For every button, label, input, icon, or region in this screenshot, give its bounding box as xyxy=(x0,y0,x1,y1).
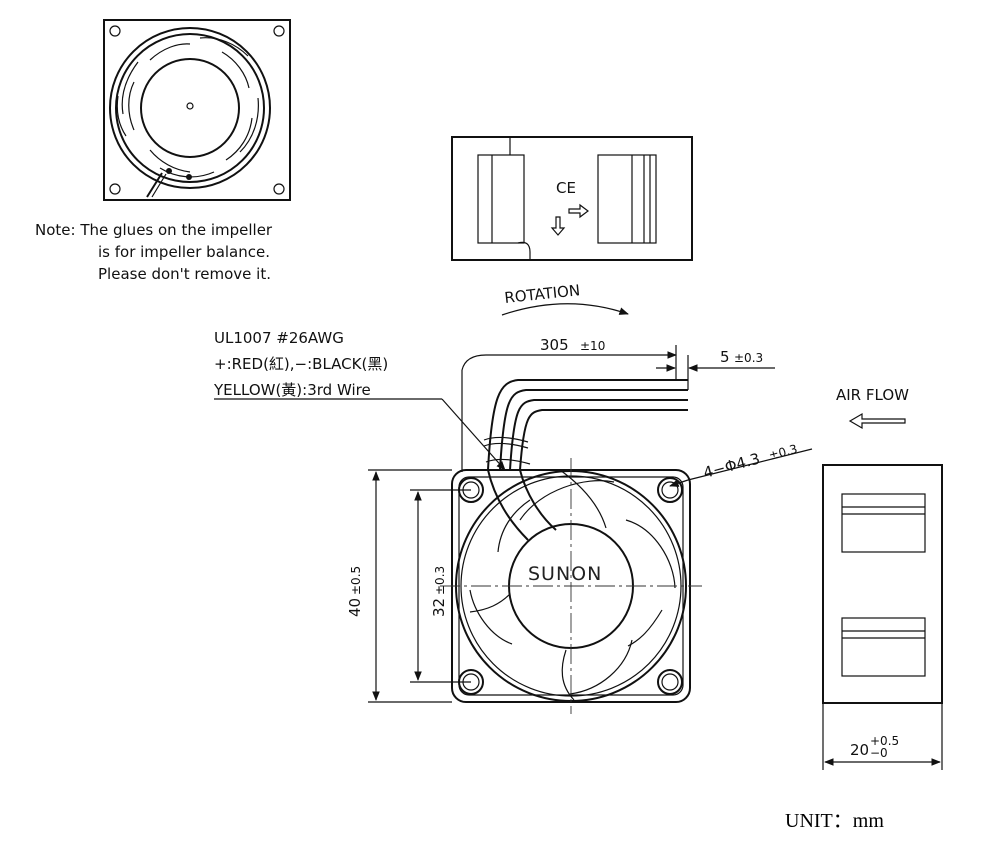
lead-length-tol: ±10 xyxy=(580,339,605,353)
label-side-view xyxy=(451,136,693,261)
lead-length-dim: 305 xyxy=(540,336,569,354)
note-line-1: Note: The glues on the impeller xyxy=(35,221,273,239)
air-flow-label: AIR FLOW xyxy=(836,386,909,404)
note-line-2: is for impeller balance. xyxy=(98,243,270,261)
hole-pitch-dim: 32 xyxy=(430,598,448,617)
fan-front-view xyxy=(440,458,702,714)
ce-mark: CE xyxy=(556,179,576,197)
wire-spec-line-1: UL1007 #26AWG xyxy=(214,329,344,347)
hole-callout: 4−Φ4.3 xyxy=(701,450,761,482)
lead-wires xyxy=(483,379,688,471)
brand-logo: SUNON xyxy=(528,563,602,585)
impeller-top-view xyxy=(103,19,291,201)
rotation-label: ROTATION xyxy=(504,281,581,307)
strip-length-dim: 5 xyxy=(720,348,730,366)
wire-spec-line-2: +:RED(紅),−:BLACK(黑) xyxy=(214,355,388,373)
hole-pitch-tol: ±0.3 xyxy=(433,566,447,595)
frame-size-tol: ±0.5 xyxy=(349,566,363,595)
thickness-tol-upper: +0.5 xyxy=(870,734,899,748)
note-line-3: Please don't remove it. xyxy=(98,265,271,283)
unit-label: UNIT：mm xyxy=(785,810,884,832)
fan-side-view xyxy=(822,464,943,704)
thickness-dim: 20 xyxy=(850,741,869,759)
rotation-arrow-icon xyxy=(501,303,629,316)
wire-spec-line-3: YELLOW(黃):3rd Wire xyxy=(213,381,371,399)
air-flow-arrow-icon xyxy=(848,412,906,430)
strip-length-tol: ±0.3 xyxy=(734,351,763,365)
frame-size-dim: 40 xyxy=(346,598,364,617)
label-arrow-icon xyxy=(550,203,589,236)
thickness-tol-lower: −0 xyxy=(870,746,888,760)
hole-callout-tol: ±0.3 xyxy=(767,442,799,463)
